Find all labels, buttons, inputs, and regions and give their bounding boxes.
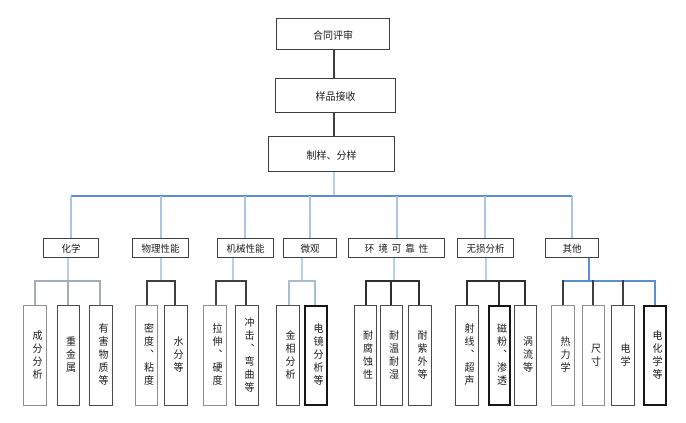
node-xray-ultrasonic: 射线、超声	[455, 305, 479, 406]
node-category-environment: 环境可靠性	[348, 238, 445, 258]
connector-subdrop-micro	[301, 258, 303, 281]
stub	[390, 280, 392, 305]
node-moisture: 水分等	[164, 305, 188, 406]
node-category-other: 其他	[545, 238, 599, 258]
stub	[146, 280, 148, 305]
stub	[99, 280, 101, 305]
connector-drop-micro	[309, 196, 311, 238]
stub	[622, 280, 624, 305]
connector-main-branch	[71, 195, 572, 197]
bracket-ndt	[467, 280, 526, 282]
stub	[67, 280, 69, 305]
node-corrosion-resistance: 耐腐蚀性	[354, 305, 377, 406]
bracket-physical	[146, 280, 176, 282]
node-magnetic-penetrant: 磁粉、渗透	[488, 305, 511, 406]
node-category-micro: 微观	[283, 238, 337, 258]
node-thermodynamics: 热力学	[551, 305, 575, 406]
node-impact-bending: 冲击、弯曲等	[235, 305, 259, 406]
stub	[288, 280, 290, 305]
connector-subdrop-environment	[393, 258, 395, 281]
connector-subdrop-chemistry	[67, 258, 69, 281]
node-contract-review: 合同评审	[276, 18, 390, 50]
node-category-ndt: 无损分析	[457, 238, 514, 258]
connector-drop-environment	[396, 196, 398, 238]
connector-drop-physical	[160, 196, 162, 238]
node-composition-analysis: 成分分析	[23, 305, 47, 406]
connector-subdrop-mechanical	[232, 258, 234, 281]
connector-root-1	[333, 50, 335, 78]
bracket-micro	[288, 280, 316, 282]
node-tensile-hardness: 拉伸、硬度	[203, 305, 227, 406]
node-sample-preparation: 制样、分样	[268, 136, 395, 172]
bracket-environment	[365, 280, 420, 282]
stub	[524, 280, 526, 305]
connector-subdrop-physical	[160, 258, 162, 281]
stub	[466, 280, 468, 305]
connector-drop-chemistry	[70, 196, 72, 238]
stub	[418, 280, 420, 305]
stub	[562, 280, 564, 305]
node-category-physical: 物理性能	[132, 238, 189, 258]
connector-root-2	[333, 113, 335, 136]
bracket-mechanical	[215, 280, 247, 282]
connector-root-3	[333, 172, 335, 196]
node-category-mechanical: 机械性能	[217, 238, 274, 258]
node-electrochemistry: 电化学等	[643, 305, 667, 406]
node-dimensions: 尺寸	[582, 305, 605, 406]
node-harmful-substances: 有害物质等	[89, 305, 113, 406]
stub	[34, 280, 36, 305]
bracket-other	[563, 280, 656, 282]
connector-subdrop-other	[588, 258, 590, 281]
node-heavy-metals: 重金属	[57, 305, 80, 406]
stub	[654, 280, 656, 305]
connector-drop-other	[571, 196, 573, 238]
stub	[314, 280, 316, 305]
node-density-viscosity: 密度、粘度	[135, 305, 158, 406]
node-eddy-current: 涡流等	[514, 305, 537, 406]
stub	[174, 280, 176, 305]
node-metallographic: 金相分析	[276, 305, 300, 406]
stub	[592, 280, 594, 305]
node-electron-microscopy: 电镜分析等	[304, 305, 328, 406]
node-temp-humidity: 耐温耐湿	[380, 305, 403, 406]
node-sample-reception: 样品接收	[275, 78, 396, 113]
connector-drop-mechanical	[244, 196, 246, 238]
node-uv-resistance: 耐紫外等	[408, 305, 432, 406]
connector-drop-ndt	[484, 196, 486, 238]
node-category-chemistry: 化学	[43, 238, 99, 258]
connector-subdrop-ndt	[485, 258, 487, 281]
node-electrical: 电学	[611, 305, 635, 406]
stub	[498, 280, 500, 305]
stub	[365, 280, 367, 305]
stub	[245, 280, 247, 305]
stub	[215, 280, 217, 305]
